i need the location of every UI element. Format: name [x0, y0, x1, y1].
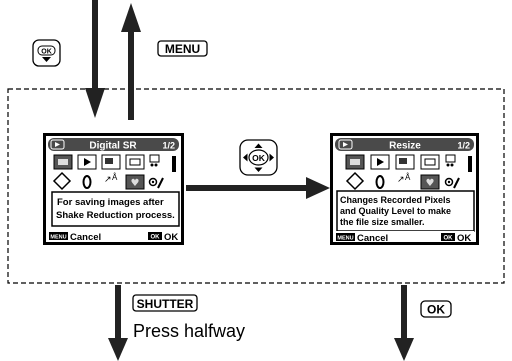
ok-button-top-label: OK	[41, 49, 52, 56]
down-arrow-bottom-left	[108, 285, 128, 361]
slideshow-icon	[445, 154, 456, 167]
screen-description-line-3: the file size smaller.	[340, 217, 425, 227]
menu-button-label: MENU	[165, 42, 200, 56]
screen-title: Resize	[389, 141, 421, 152]
color-filter-icon: ↗ Å	[104, 173, 118, 184]
menu-key-label: MENU	[50, 235, 66, 241]
shutter-button-label: SHUTTER	[137, 297, 194, 311]
svg-text:♥: ♥	[426, 178, 435, 189]
ok-label: OK	[164, 232, 178, 243]
ok-button-bottom-label: OK	[427, 303, 445, 317]
up-arrow-top	[121, 3, 141, 120]
play-icon	[338, 139, 353, 150]
lcd-screen-digital-sr: Digital SR 1/2 ↗ Å ♥ For saving	[43, 133, 184, 245]
mode-region-dashed-border	[7, 88, 505, 284]
resize-icon	[125, 154, 145, 170]
ok-key-label: OK	[444, 236, 454, 242]
screen-description-line-2: and Quality Level to make	[340, 206, 451, 216]
ok-button-bottom[interactable]: OK	[420, 300, 452, 318]
four-way-controller[interactable]: OK	[239, 139, 278, 176]
screen-title: Digital SR	[89, 141, 137, 152]
svg-text:↗: ↗	[397, 174, 405, 184]
favorite-icon	[125, 174, 145, 190]
favorite-icon	[420, 174, 440, 190]
screen-page: 1/2	[457, 141, 470, 151]
menu-key-label: MENU	[337, 236, 353, 242]
ok-key-label: OK	[151, 235, 161, 241]
frame-icon	[375, 175, 385, 189]
red-eye-icon	[148, 177, 164, 189]
cancel-label: Cancel	[357, 233, 388, 244]
slideshow-icon	[149, 154, 160, 167]
red-eye-icon	[444, 177, 460, 189]
play-icon	[50, 139, 65, 150]
color-filter-icon: ↗ Å	[397, 173, 411, 184]
svg-text:Å: Å	[405, 173, 411, 182]
svg-text:Å: Å	[112, 173, 118, 182]
menu-button[interactable]: MENU	[157, 40, 208, 57]
shutter-button[interactable]: SHUTTER	[132, 294, 198, 312]
svg-text:♥: ♥	[131, 178, 140, 189]
ok-button-top[interactable]: OK	[32, 39, 61, 67]
screen-description-line-1: Changes Recorded Pixels	[340, 195, 451, 205]
rotate-icon	[52, 171, 72, 191]
screen-description-line-2: Shake Reduction process.	[56, 210, 175, 221]
ok-label: OK	[457, 233, 471, 244]
screen-description-line-1: For saving images after	[57, 197, 164, 208]
lcd-screen-resize: Resize 1/2 ↗ Å ♥ Changes Recorded Pixels…	[330, 133, 479, 245]
press-halfway-caption: Press halfway	[133, 321, 245, 341]
frame-icon	[82, 175, 92, 189]
svg-text:↗: ↗	[104, 174, 112, 184]
down-arrow-top	[85, 0, 105, 118]
right-arrow	[186, 177, 330, 199]
cancel-label: Cancel	[70, 232, 101, 243]
screen-page: 1/2	[162, 141, 175, 151]
down-arrow-bottom-right	[394, 285, 414, 361]
rotate-icon	[345, 171, 365, 191]
four-way-ok-label: OK	[252, 153, 266, 163]
resize-icon	[420, 154, 440, 170]
